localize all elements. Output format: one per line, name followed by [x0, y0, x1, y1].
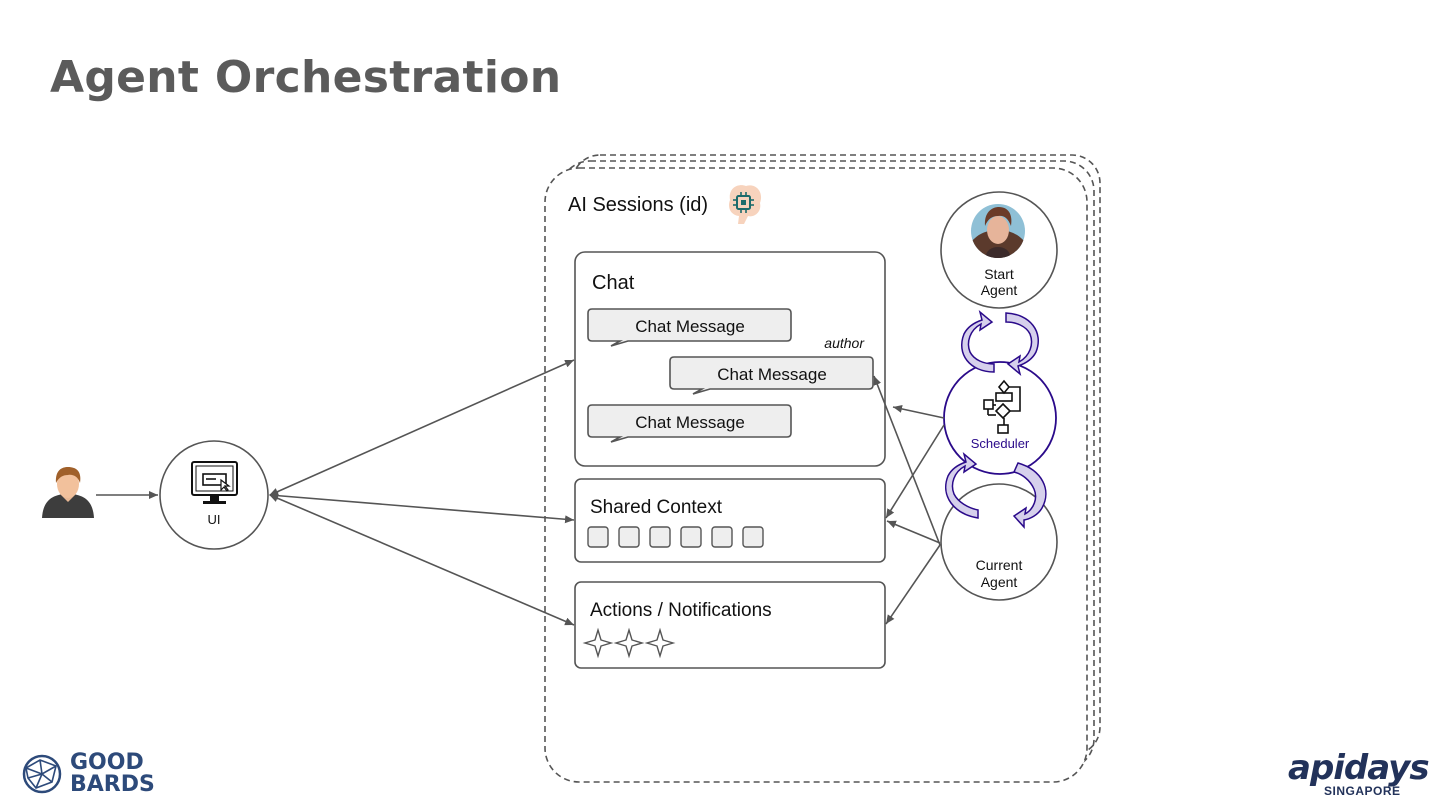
- user-icon: [42, 467, 94, 518]
- logo-left-line1: GOOD: [70, 750, 144, 775]
- shared-context-box: [574, 478, 886, 563]
- ui-context-arrow: [269, 491, 575, 524]
- chat-title: Chat: [592, 272, 635, 294]
- shared-context-title: Shared Context: [590, 497, 723, 518]
- start-agent-label-line2: Agent: [981, 282, 1018, 298]
- apidays-logo: apidays SINGAPORE: [1288, 748, 1438, 802]
- session-label: AI Sessions (id): [568, 194, 708, 216]
- monitor-icon: [191, 461, 238, 504]
- notification-star-icon: [613, 627, 645, 659]
- scheduler-context-arrow: [885, 424, 945, 519]
- context-slot: [680, 526, 702, 548]
- author-label: author: [824, 335, 865, 351]
- logo-left-line2: BARDS: [70, 772, 155, 797]
- page-title: Agent Orchestration: [50, 52, 562, 103]
- chat-message-bubble: Chat Message: [669, 356, 874, 395]
- chat-message-text: Chat Message: [635, 317, 745, 336]
- notification-star-icon: [644, 627, 676, 659]
- context-slot: [649, 526, 671, 548]
- context-slot: [742, 526, 764, 548]
- ai-chip-icon: [729, 185, 762, 224]
- notification-star-icon: [582, 627, 614, 659]
- ui-chat-arrow: [269, 359, 575, 496]
- context-slot: [711, 526, 733, 548]
- scheduler-chat-arrow: [892, 404, 945, 419]
- ui-label: UI: [208, 512, 221, 527]
- ui-actions-arrow: [269, 494, 575, 626]
- scheduler-node: [943, 361, 1057, 475]
- flowchart-icon: [983, 379, 1021, 434]
- start-agent-label-line1: Start: [984, 266, 1014, 282]
- current-agent-label-line1: Current: [976, 557, 1023, 573]
- context-slot: [618, 526, 640, 548]
- cycle-arrow-icon: [961, 309, 1039, 377]
- context-slot: [587, 526, 609, 548]
- apidays-brand: apidays: [1288, 748, 1430, 788]
- agent-avatar: [971, 204, 1025, 258]
- agent-context-arrow: [886, 520, 941, 544]
- chat-message-bubble: Chat Message: [587, 308, 792, 347]
- current-agent-label-line2: Agent: [981, 574, 1018, 590]
- agent-actions-arrow: [885, 544, 941, 625]
- scheduler-label: Scheduler: [971, 436, 1030, 451]
- chat-message-bubble: Chat Message: [587, 404, 792, 443]
- chat-message-text: Chat Message: [717, 365, 827, 384]
- chat-message-text: Chat Message: [635, 413, 745, 432]
- actions-box: [574, 581, 886, 669]
- network-globe-icon: [22, 754, 62, 794]
- actions-title: Actions / Notifications: [590, 600, 772, 621]
- cycle-arrow-icon: [945, 451, 1047, 529]
- apidays-sub: SINGAPORE: [1324, 784, 1401, 798]
- context-slots: [587, 526, 764, 548]
- agent-chat-arrow: [873, 375, 941, 546]
- notification-stars: [582, 627, 676, 659]
